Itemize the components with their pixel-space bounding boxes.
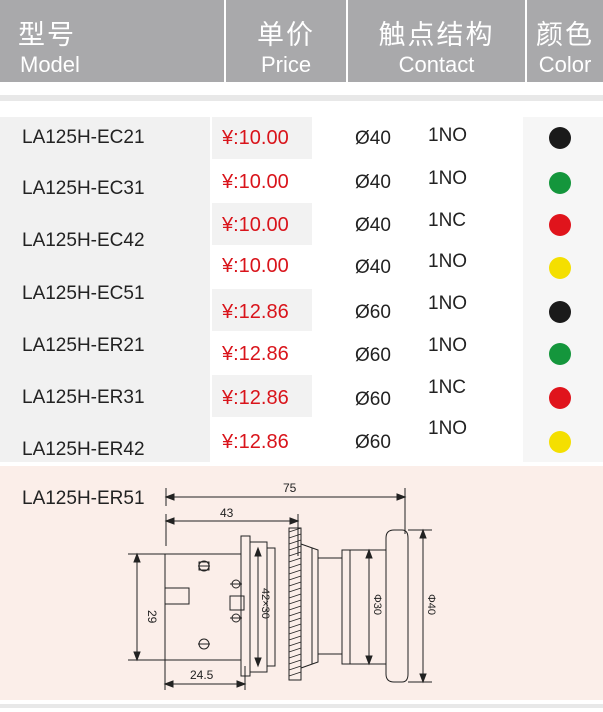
header-model-en: Model [20,52,80,77]
dim-height-label: 29 [145,610,159,624]
color-swatch [549,127,571,149]
dimension-drawing-panel: LA125H-ER51 [0,466,603,700]
header-price: 单价 Price [226,0,346,82]
header-color-zh: 颜色 [536,20,594,51]
diameter: Ø60 [355,302,391,323]
price: ¥:12.86 [222,387,289,409]
header-price-en: Price [260,52,312,77]
dim-d30-label: Φ30 [371,594,383,615]
header-model-zh: 型号 [18,20,76,51]
dimension-drawing: 75 43 24.5 29 42×30 Φ30 Φ40 [128,481,437,690]
diameter: Ø40 [355,172,391,193]
price: ¥:12.86 [222,431,289,453]
contact: 1NC [428,377,467,398]
dim-plate-label: 42×30 [259,588,271,619]
model-name: LA125H-EC31 [22,178,145,199]
header-model: 型号 Model [0,0,224,82]
model-name: LA125H-ER42 [22,439,145,460]
color-swatch [549,172,571,194]
dim-body-label: 43 [220,506,234,520]
color-swatch [549,214,571,236]
header-color: 颜色 Color [527,0,603,82]
dim-d40-label: Φ40 [425,594,437,615]
model-name: LA125H-ER51 [22,488,145,509]
table-header: 型号 Model 单价 Price 触点结构 Contact 颜色 Color [0,0,603,82]
color-swatch [549,257,571,279]
diameter: Ø40 [355,128,391,149]
model-name: LA125H-EC21 [22,127,145,148]
color-swatch [549,387,571,409]
price: ¥:10.00 [222,171,289,193]
contact: 1NO [428,168,468,189]
model-name: LA125H-ER31 [22,387,145,408]
color-swatch [549,301,571,323]
contact: 1NO [428,335,468,356]
diameter: Ø60 [355,389,391,410]
header-contact-zh: 触点结构 [378,20,495,51]
contact: 1NO [428,251,468,272]
header-contact-en: Contact [398,52,475,77]
model-column-bg [0,117,210,462]
price: ¥:10.00 [222,127,289,149]
footer-divider [0,704,603,708]
product-table: LA125H-EC21 LA125H-EC31 LA125H-EC42 LA12… [0,117,603,462]
diameter: Ø60 [355,432,391,453]
model-name: LA125H-EC42 [22,230,145,251]
color-column-bg [523,117,603,462]
price: ¥:10.00 [222,255,289,277]
header-color-en: Color [538,52,592,77]
contact: 1NO [428,418,468,439]
diameter: Ø40 [355,215,391,236]
header-price-zh: 单价 [257,20,315,51]
contact: 1NO [428,293,468,314]
row-bg [212,117,312,159]
diameter: Ø60 [355,345,391,366]
header-divider [0,95,603,101]
row-bg [212,375,312,417]
header-contact: 触点结构 Contact [348,0,525,82]
price: ¥:12.86 [222,301,289,323]
model-name: LA125H-ER21 [22,335,145,356]
row-bg [212,203,312,245]
contact: 1NO [428,125,468,146]
color-swatch [549,343,571,365]
dim-base-label: 24.5 [190,668,214,682]
price: ¥:10.00 [222,214,289,236]
color-swatch [549,431,571,453]
diameter: Ø40 [355,257,391,278]
dim-total-label: 75 [283,481,297,495]
price: ¥:12.86 [222,343,289,365]
contact: 1NC [428,210,467,231]
row-bg [212,289,312,331]
model-name: LA125H-EC51 [22,283,145,304]
